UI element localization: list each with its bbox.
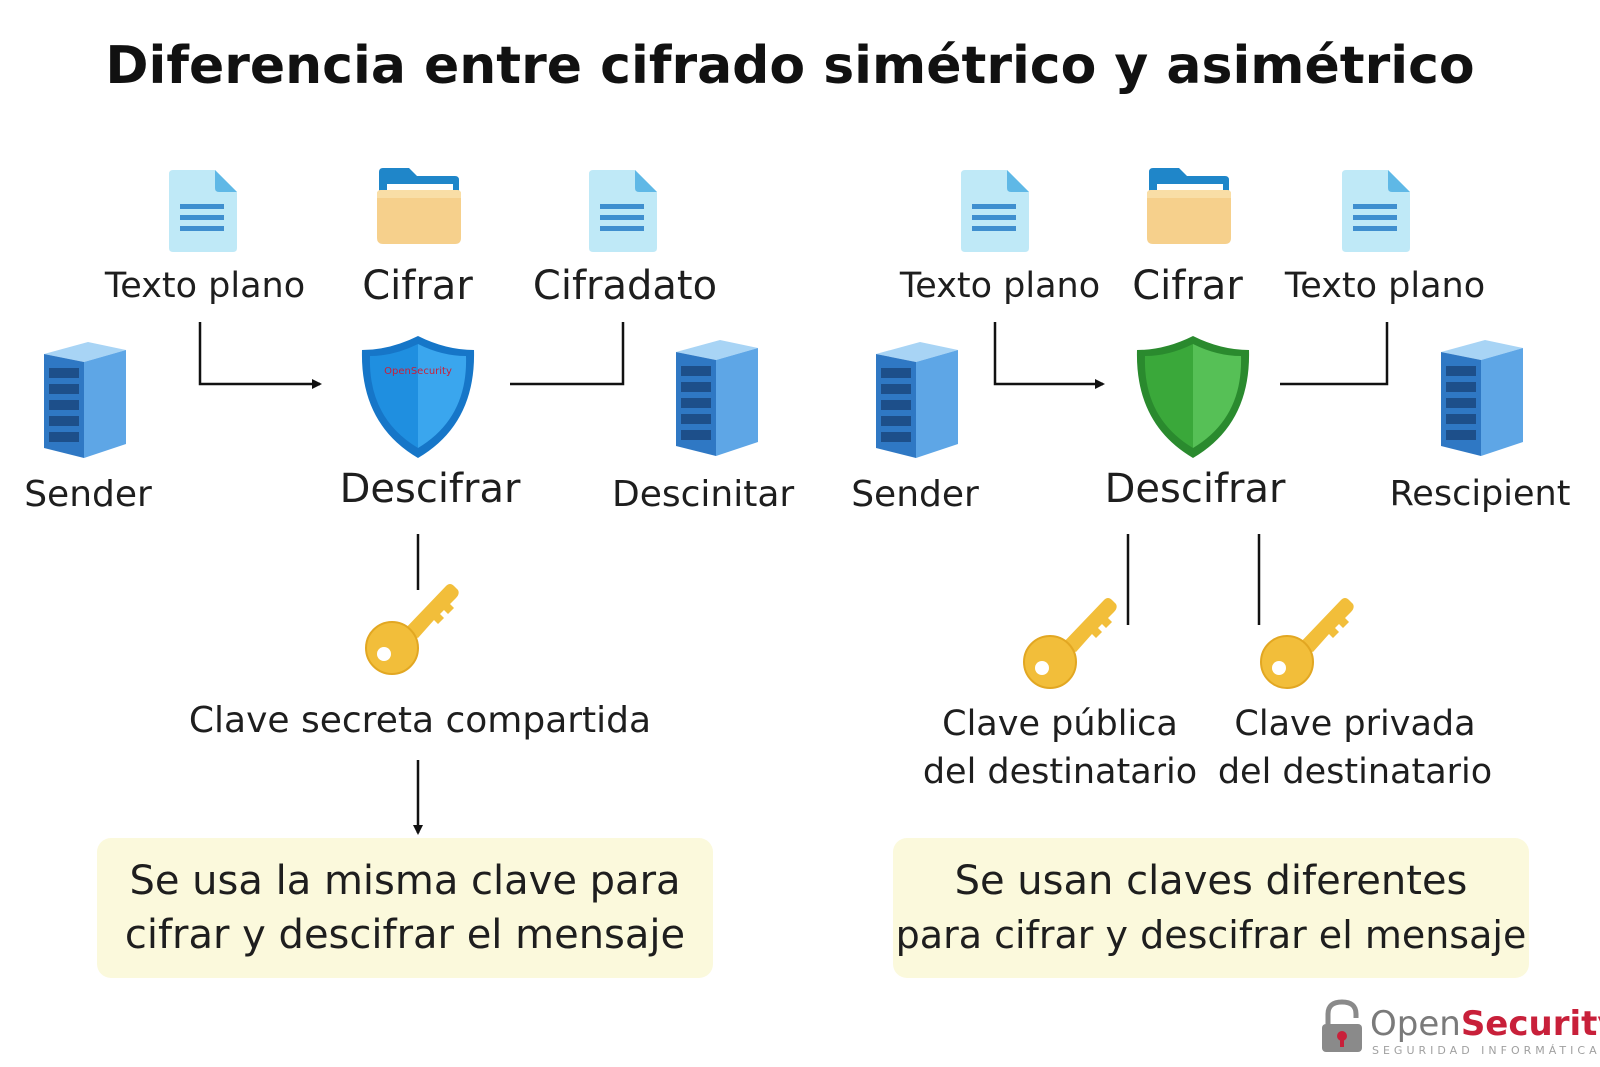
sym-summary-callout: Se usa la misma clave para cifrar y desc… [97, 838, 713, 978]
asym-encrypt-label: Cifrar [1132, 263, 1243, 309]
sym-decrypt-label: Descifrar [339, 466, 521, 512]
asym-shield-to-output-line [1280, 322, 1389, 386]
asym-sender-label: Sender [851, 474, 979, 515]
asym-receiver-label: Rescipient [1389, 474, 1571, 514]
asym-public-key-label: Clave pública del destinatario [910, 700, 1210, 796]
sym-shield-to-ciphertext-line [510, 322, 625, 386]
server-icon [676, 340, 758, 456]
brand-name: OpenSecurity [1370, 1004, 1600, 1044]
server-icon [876, 342, 958, 458]
shield-brand-text: OpenSecurity [384, 366, 452, 377]
shield-icon: OpenSecurity [361, 336, 475, 458]
sym-ciphertext-label: Cifradato [532, 263, 718, 309]
asym-summary-line2: para cifrar y descifrar el mensaje [895, 913, 1527, 957]
key-icon [365, 584, 459, 675]
server-icon [44, 342, 126, 458]
folder-icon [1147, 168, 1231, 244]
asym-summary-line1: Se usan claves diferentes [954, 858, 1468, 904]
public-key-line1: Clave pública [942, 704, 1178, 744]
brand-tagline: SEGURIDAD INFORMÁTICA [1372, 1044, 1600, 1057]
brand-name-part1: Open [1370, 1004, 1461, 1044]
opensecurity-logo-icon [1322, 999, 1362, 1052]
asym-plaintext-label: Texto plano [899, 266, 1101, 306]
page-title: Diferencia entre cifrado simétrico y asi… [105, 36, 1475, 96]
key-icon [1023, 598, 1117, 689]
private-key-line2: del destinatario [1217, 752, 1493, 792]
sym-receiver-label: Descinitar [612, 474, 795, 515]
document-icon [169, 170, 237, 252]
sym-summary-line2: cifrar y descifrar el mensaje [124, 912, 686, 958]
asym-plaintext-to-shield-arrow [993, 322, 1105, 389]
asym-private-key-label: Clave privada del destinatario [1205, 700, 1505, 796]
asym-decrypt-label: Descifrar [1104, 466, 1286, 512]
sym-summary-line1: Se usa la misma clave para [129, 858, 681, 904]
sym-plaintext-label: Texto plano [104, 266, 306, 306]
asym-summary-callout: Se usan claves diferentes para cifrar y … [893, 838, 1529, 978]
public-key-line2: del destinatario [922, 752, 1198, 792]
private-key-line1: Clave privada [1234, 704, 1476, 744]
sym-plaintext-to-shield-arrow [198, 322, 322, 389]
shield-icon [1136, 336, 1250, 458]
document-icon [589, 170, 657, 252]
folder-icon [377, 168, 461, 244]
document-icon [1342, 170, 1410, 252]
server-icon [1441, 340, 1523, 456]
sym-key-label: Clave secreta compartida [188, 700, 652, 741]
brand-name-part2: Security [1460, 1004, 1600, 1044]
key-icon [1260, 598, 1354, 689]
document-icon [961, 170, 1029, 252]
asym-output-label: Texto plano [1284, 266, 1486, 306]
sym-sender-label: Sender [24, 474, 152, 515]
sym-encrypt-label: Cifrar [362, 263, 473, 309]
